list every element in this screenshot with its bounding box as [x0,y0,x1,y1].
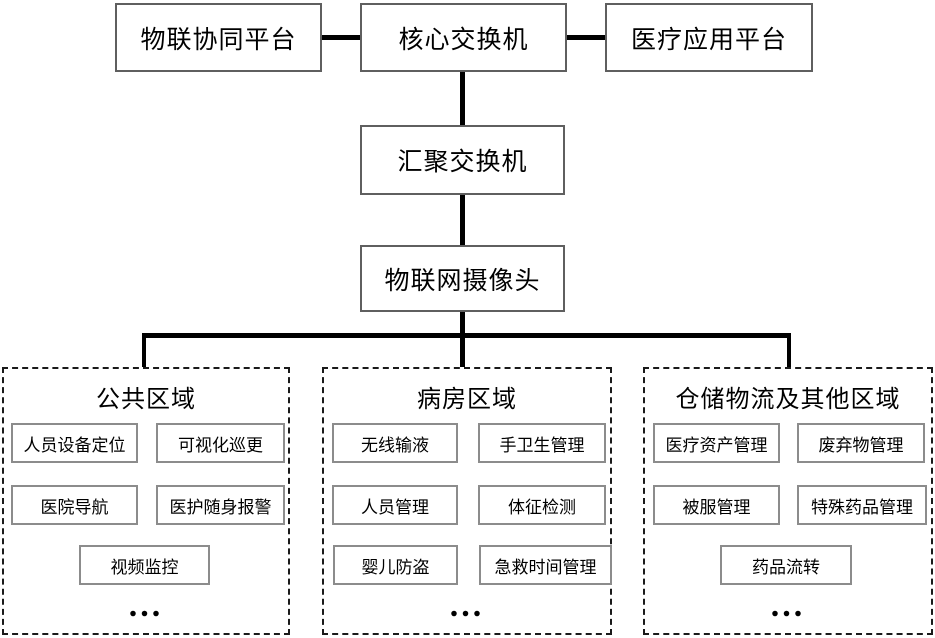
item-medical-staff-alarm: 医护随身报警 [156,485,285,525]
item-video-surveillance: 视频监控 [79,545,210,585]
item-drug-circulation: 药品流转 [720,545,852,585]
node-aggregation-switch: 汇聚交换机 [360,125,565,195]
item-hospital-navigation: 医院导航 [11,485,138,525]
area-public: 公共区域 人员设备定位 可视化巡更 医院导航 医护随身报警 视频监控 ... [2,367,290,635]
item-emergency-time-management: 急救时间管理 [479,545,612,585]
item-medical-asset-management: 医疗资产管理 [653,423,780,463]
item-infant-antitheft: 婴儿防盗 [333,545,458,585]
item-vital-signs-monitoring: 体征检测 [478,485,606,525]
item-personnel-equipment-positioning: 人员设备定位 [11,423,138,463]
area-warehouse-ellipsis: ... [770,587,806,624]
area-public-title: 公共区域 [96,387,196,413]
connector-core-switch-to-medical-platform [565,35,607,40]
item-special-drug-management: 特殊药品管理 [797,485,927,525]
area-ward-ellipsis: ... [449,587,485,624]
item-linen-management: 被服管理 [653,485,780,525]
item-wireless-infusion: 无线输液 [332,423,458,463]
node-medical-application-platform: 医疗应用平台 [605,3,813,72]
node-core-switch: 核心交换机 [360,3,567,72]
connector-iot-camera-to-areas-center [460,310,465,368]
connector-aggregation-switch-to-iot-camera [460,193,465,247]
node-iot-collaboration-platform: 物联协同平台 [115,3,322,72]
area-warehouse-title: 仓储物流及其他区域 [675,387,901,413]
area-warehouse-logistics: 仓储物流及其他区域 医疗资产管理 废弃物管理 被服管理 特殊药品管理 药品流转 … [643,367,933,635]
connector-iot-platform-to-core-switch [320,35,362,40]
item-visual-patrol: 可视化巡更 [156,423,285,463]
item-waste-management: 废弃物管理 [797,423,925,463]
area-public-ellipsis: ... [128,587,164,624]
node-iot-camera: 物联网摄像头 [360,245,565,312]
area-ward-title: 病房区域 [417,387,517,413]
area-ward: 病房区域 无线输液 手卫生管理 人员管理 体征检测 婴儿防盗 急救时间管理 ..… [322,367,612,635]
connector-distribution-bar [142,333,791,338]
item-hand-hygiene-management: 手卫生管理 [478,423,606,463]
item-personnel-management: 人员管理 [332,485,458,525]
connector-core-switch-to-aggregation-switch [460,70,465,127]
connector-drop-left-area [142,333,146,368]
connector-drop-right-area [787,333,791,368]
